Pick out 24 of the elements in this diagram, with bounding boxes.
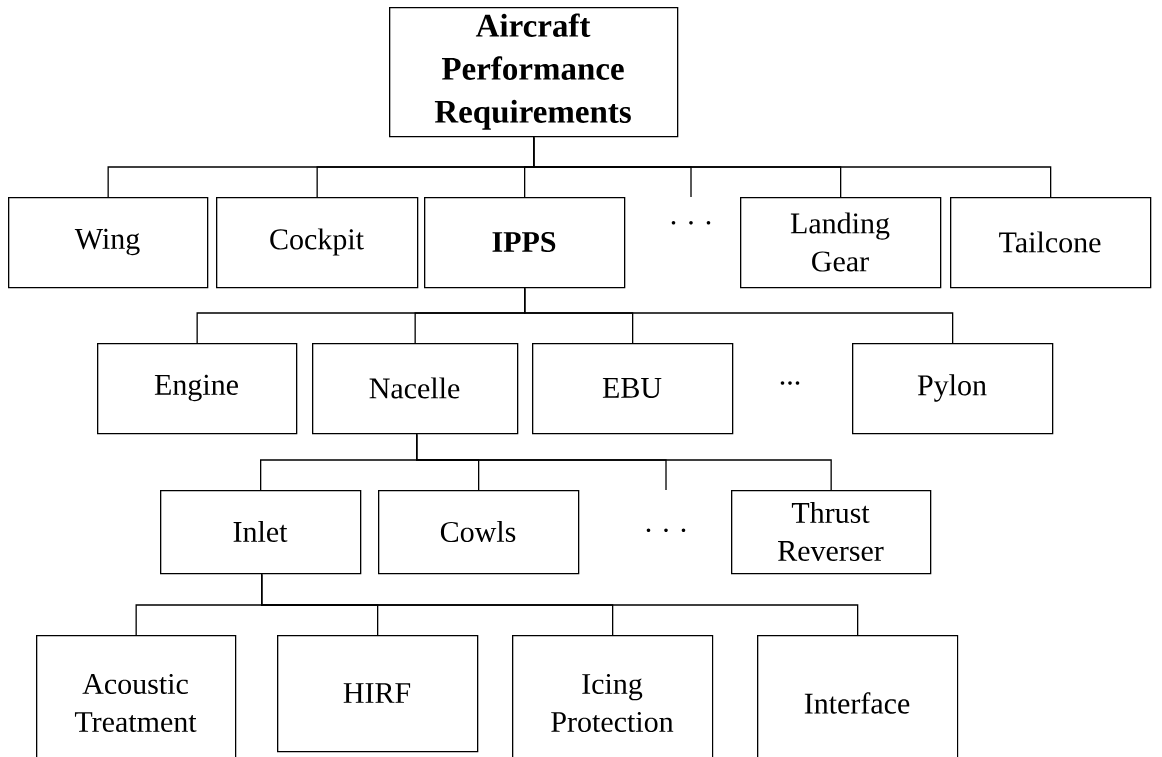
component-box: Thrust Reverser	[731, 490, 932, 575]
component-box: Cowls	[378, 490, 580, 575]
component-box: Cockpit	[216, 197, 419, 289]
ellipsis: . . .	[646, 528, 686, 532]
component-box: Tailcone	[950, 197, 1152, 289]
component-box: Wing	[8, 197, 209, 289]
connector-line	[524, 287, 954, 344]
component-box: Interface	[757, 635, 959, 757]
component-box: Engine	[97, 343, 298, 435]
connector-line	[416, 433, 832, 491]
connector-line	[533, 136, 1052, 198]
component-box: Acoustic Treatment	[36, 635, 237, 757]
component-box: HIRF	[277, 635, 479, 753]
component-box: EBU	[532, 343, 734, 435]
component-box: Inlet	[160, 490, 362, 575]
root-box: Aircraft Performance Requirements	[389, 7, 679, 138]
component-box: Nacelle	[312, 343, 519, 435]
component-box: Pylon	[852, 343, 1054, 435]
connector-line	[261, 573, 859, 636]
ellipsis: ...	[780, 381, 800, 385]
component-box: Landing Gear	[740, 197, 942, 289]
ellipsis: . . .	[671, 220, 711, 225]
component-box: Icing Protection	[512, 635, 714, 757]
component-box: IPPS	[424, 197, 626, 289]
